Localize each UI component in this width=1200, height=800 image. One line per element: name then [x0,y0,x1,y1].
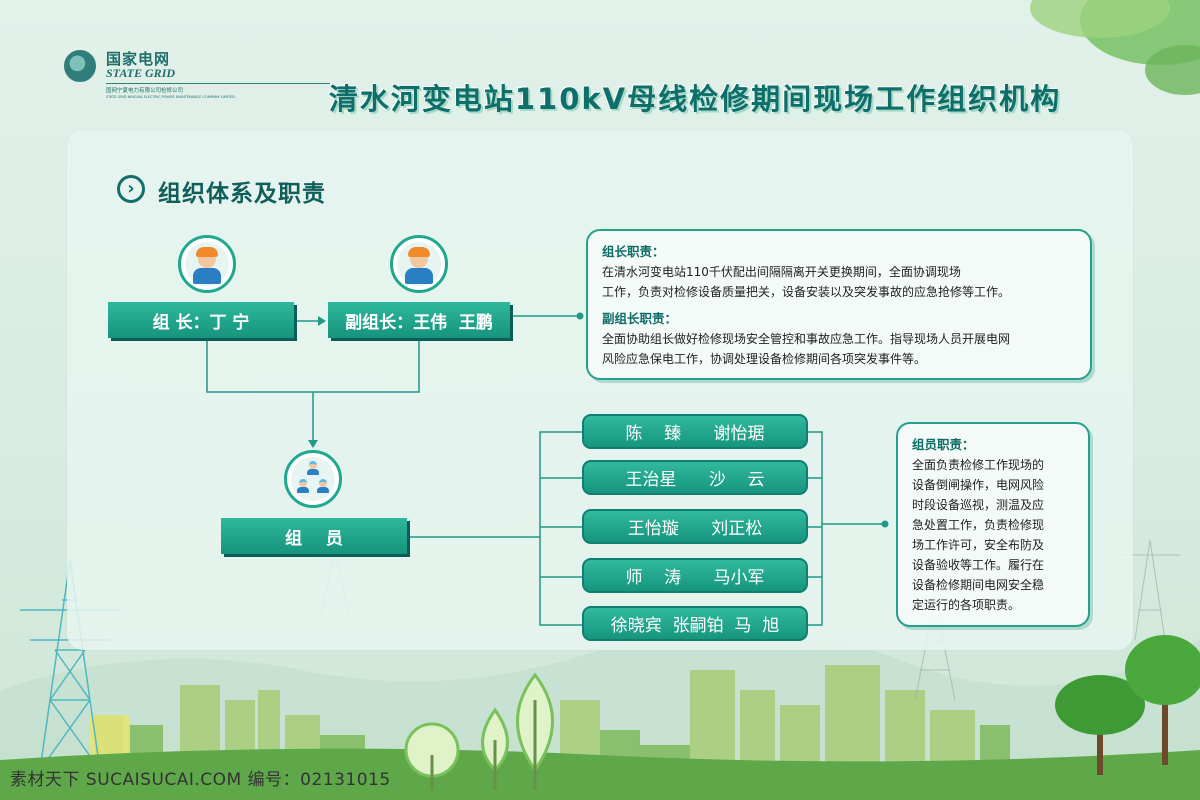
tree-icon [404,722,460,790]
member-duties-line: 急处置工作，负责检修现 [912,518,1045,532]
section-title: 组织体系及职责 [158,181,326,207]
tree-icon [481,707,509,790]
worker-icon [405,268,433,284]
ground [0,748,1200,800]
member-duties-line: 设备检修期间电网安全稳 [912,578,1045,592]
member-bracket-left [539,431,582,626]
watermark-text: 素材天下 SUCAISUCAI.COM 编号：02131015 [10,770,391,790]
logo-company-cn: 国网宁夏电力有限公司检修公司 [106,88,184,94]
logo-company-en: STATE GRID NINGXIA ELECTRIC POWER MAINTE… [106,95,235,99]
logo-icon [64,50,96,82]
member-duties-line: 设备倒闸操作，电网风险 [912,478,1045,492]
arrowhead [308,440,318,448]
member-duties-line: 定运行的各项职责。 [912,598,1021,612]
connector-dot [881,520,889,528]
member-name-box: 徐晓宾 张嗣铂 马 旭 [582,606,808,641]
member-duties-line: 设备验收等工作。履行在 [912,558,1045,572]
leader-merge-line [206,338,420,393]
leader-box: 组 长：丁 宁 [108,302,294,338]
connector-dot [576,312,584,320]
members-avatar [284,450,342,508]
leader-avatar [178,235,236,293]
tree-icon [516,672,554,790]
member-name-box: 王怡璇 刘正松 [582,509,808,544]
foliage-top-right [1030,0,1200,95]
deputy-duties-text: 全面协助组长做好检修现场安全管控和事故应急工作。指导现场人员开展电网 [602,332,1011,346]
leader-duties-panel: 组长职责： 在清水河变电站110千伏配出间隔隔离开关更换期间，全面协调现场 工作… [586,229,1092,380]
deputy-leader-box: 副组长：王伟 王鹏 [328,302,510,338]
member-duties-panel: 组员职责： 全面负责检修工作现场的 设备倒闸操作，电网风险 时段设备巡视，测温及… [896,422,1090,627]
members-box: 组 员 [221,518,407,554]
member-name-box: 陈 臻 谢怡琚 [582,414,808,449]
logo-name-cn: 国家电网 [106,50,171,68]
member-duties-line: 全面负责检修工作现场的 [912,458,1045,472]
member-duties-heading: 组员职责： [912,437,975,452]
member-duties-line: 时段设备巡视，测温及应 [912,498,1045,512]
deputy-duties-heading: 副组长职责： [602,311,678,326]
team-icon [307,461,319,475]
member-name-box: 师 涛 马小军 [582,558,808,593]
worker-icon [193,268,221,284]
member-duties-line: 场工作许可，安全布防及 [912,538,1045,552]
team-icon [317,479,329,493]
page-title: 清水河变电站110kV母线检修期间现场工作组织机构 [328,82,1062,116]
leader-duties-heading: 组长职责： [602,244,665,259]
team-icon [297,479,309,493]
logo-divider [106,83,330,84]
arrowhead [318,316,326,326]
leader-duties-text: 工作，负责对检修设备质量把关，设备安装以及突发事故的应急抢修等工作。 [602,285,1011,299]
logo-name-en: STATE GRID [106,66,176,80]
member-name-box: 王治星 沙 云 [582,460,808,495]
member-bracket-right [808,431,823,626]
tree-icon [1055,635,1200,775]
deputy-avatar [390,235,448,293]
chevron-right-icon: › [117,175,145,203]
deputy-duties-text: 风险应急保电工作，协调处理设备检修期间各项突发事件等。 [602,352,927,366]
leader-duties-text: 在清水河变电站110千伏配出间隔隔离开关更换期间，全面协调现场 [602,265,961,279]
